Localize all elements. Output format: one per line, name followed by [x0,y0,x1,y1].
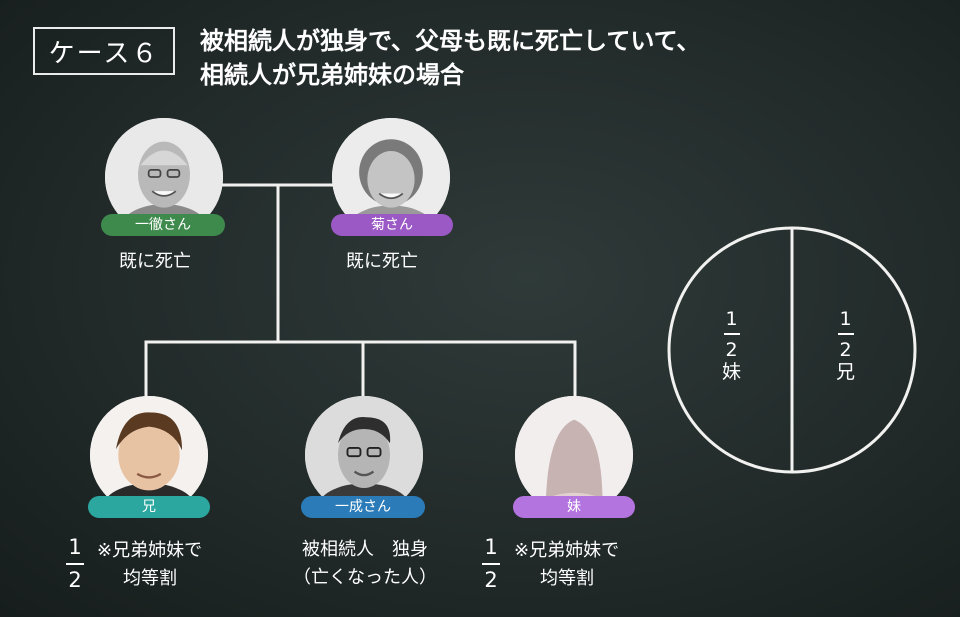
fraction-bar [482,563,500,565]
title-line-1: 被相続人が独身で、父母も既に死亡していて、 [200,27,701,55]
deceased-caption: 被相続人 独身 （亡くなった人） [280,536,450,592]
fraction-bar [837,333,854,335]
sister-note-line-2: 均等割 [540,568,594,589]
page-title: 被相続人が独身で、父母も既に死亡していて、 相続人が兄弟姉妹の場合 [200,24,700,92]
brother-name-badge: 兄 [88,496,210,518]
brother-share-denominator: 2 [68,568,82,592]
father-name-badge: 一徹さん [101,214,225,236]
inheritance-pie-chart [667,226,917,474]
brother-note: ※兄弟姉妹で 均等割 [97,537,202,593]
deceased-caption-line-1: 被相続人 独身 [302,539,428,560]
father-status: 既に死亡 [119,251,191,272]
pie-sister-label: 妹 [722,361,742,383]
title-line-2: 相続人が兄弟姉妹の場合 [200,61,464,89]
pie-sister-numerator: 1 [725,308,738,330]
young-man-photo-icon [90,396,208,514]
pie-label-brother: 1 2 兄 [836,308,855,383]
fraction-bar [723,333,740,335]
sister-share-fraction: 1 2 [482,536,500,592]
sister-note: ※兄弟姉妹で 均等割 [514,537,619,593]
sister-name-badge: 妹 [513,496,635,518]
case-label: ケース６ [33,27,175,75]
pie-sister-denominator: 2 [725,339,738,361]
sister-note-line-1: ※兄弟姉妹で [514,540,620,561]
sister-share-numerator: 1 [484,535,498,559]
mother-status: 既に死亡 [346,251,418,272]
deceased-name-badge: 一成さん [301,496,425,518]
deceased-caption-line-2: （亡くなった人） [293,567,437,588]
brother-share-fraction: 1 2 [66,536,84,592]
pie-brother-denominator: 2 [839,339,852,361]
brother-note-line-1: ※兄弟姉妹で [97,540,203,561]
fraction-bar [66,563,84,565]
pie-label-sister: 1 2 妹 [722,308,741,383]
pie-brother-numerator: 1 [839,308,852,330]
brother-avatar [90,396,208,514]
pie-brother-label: 兄 [836,361,856,383]
sister-share-denominator: 2 [484,568,498,592]
mother-name-badge: 菊さん [331,214,453,236]
brother-share-numerator: 1 [68,535,82,559]
brother-note-line-2: 均等割 [123,568,177,589]
